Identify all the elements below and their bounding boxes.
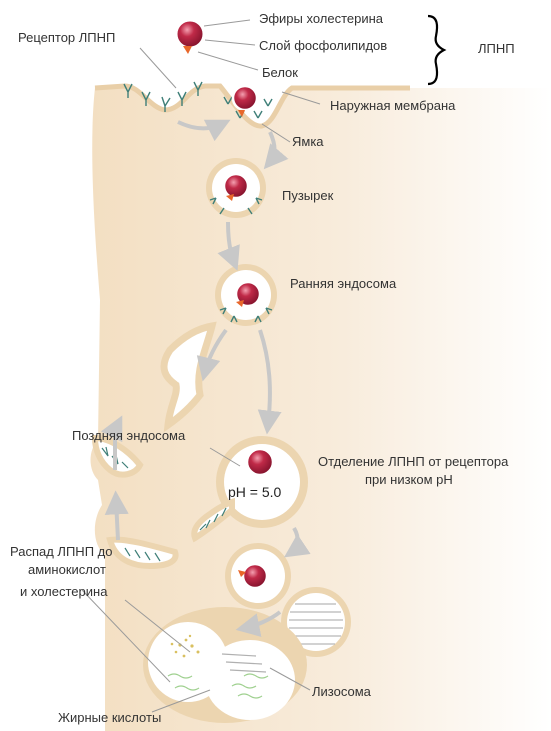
ldl-transport-vesicle	[225, 543, 291, 609]
ldl-particle	[176, 20, 204, 54]
label-phospholipid-layer: Слой фосфолипидов	[259, 38, 387, 53]
label-protein: Белок	[262, 65, 298, 80]
label-separation-line2: при низком pH	[365, 472, 453, 487]
label-ldl: ЛПНП	[478, 41, 515, 56]
label-pit: Ямка	[292, 134, 324, 149]
vesicle	[206, 158, 266, 218]
label-degradation-line3: и холестерина	[20, 584, 108, 599]
label-early-endosome: Ранняя эндосома	[290, 276, 397, 291]
label-degradation-line1: Распад ЛПНП до	[10, 544, 112, 559]
ldl-bracket	[428, 16, 444, 84]
label-fatty-acids: Жирные кислоты	[58, 710, 161, 725]
label-degradation-line2: аминокислот	[28, 562, 106, 577]
label-late-endosome: Поздняя эндосома	[72, 428, 186, 443]
early-endosome	[215, 264, 277, 326]
label-outer-membrane: Наружная мембрана	[330, 98, 456, 113]
label-lysosome: Лизосома	[312, 684, 372, 699]
label-ldl-receptor: Рецептор ЛПНП	[18, 30, 115, 45]
label-cholesterol-esters: Эфиры холестерина	[259, 11, 384, 26]
label-vesicle: Пузырек	[282, 188, 334, 203]
label-separation-line1: Отделение ЛПНП от рецептора	[318, 454, 509, 469]
label-ph: pH = 5.0	[228, 484, 282, 500]
